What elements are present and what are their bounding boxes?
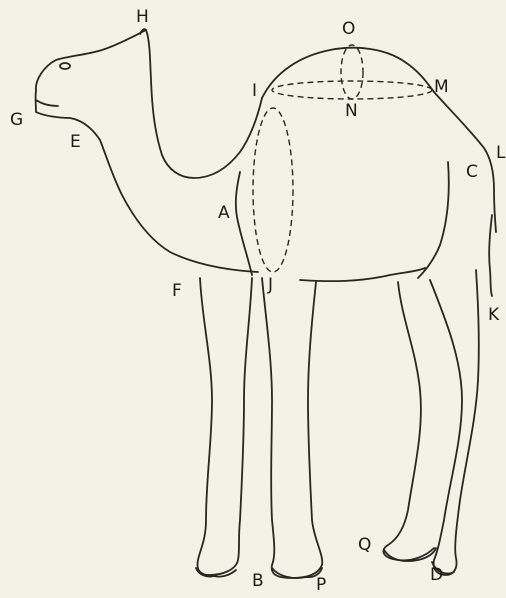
hump-girth-ellipse xyxy=(272,81,432,99)
hump-height-ellipse xyxy=(341,45,363,99)
label-i: I xyxy=(252,81,257,101)
label-g: G xyxy=(10,110,23,130)
label-e: E xyxy=(70,132,81,152)
belly-outline xyxy=(300,268,425,281)
label-m: M xyxy=(434,77,449,97)
label-f: F xyxy=(172,281,182,301)
label-d: D xyxy=(430,565,443,585)
tail-outline xyxy=(489,215,492,296)
label-q: Q xyxy=(358,535,371,555)
eye xyxy=(60,63,70,69)
neck-back-outline xyxy=(146,30,262,178)
thigh-line xyxy=(418,162,449,278)
label-p: P xyxy=(316,575,326,595)
back-outline xyxy=(434,92,496,232)
label-n: N xyxy=(345,101,358,121)
hind-leg-right xyxy=(430,270,479,575)
label-a: A xyxy=(218,203,230,223)
hind-leg-left xyxy=(383,282,434,560)
label-l: L xyxy=(496,143,506,163)
mouth-outline xyxy=(36,100,58,106)
label-k: K xyxy=(488,305,500,325)
label-c: C xyxy=(466,162,478,182)
head-and-neck-outline xyxy=(36,30,258,272)
label-j: J xyxy=(267,275,273,295)
hump-outline xyxy=(262,48,434,98)
label-o: O xyxy=(342,19,355,39)
label-b: B xyxy=(252,571,264,591)
chest-girth-ellipse xyxy=(253,108,293,272)
label-h: H xyxy=(136,7,149,27)
shoulder-line xyxy=(236,172,252,275)
front-leg-left xyxy=(198,278,253,575)
front-leg-right xyxy=(262,278,322,578)
